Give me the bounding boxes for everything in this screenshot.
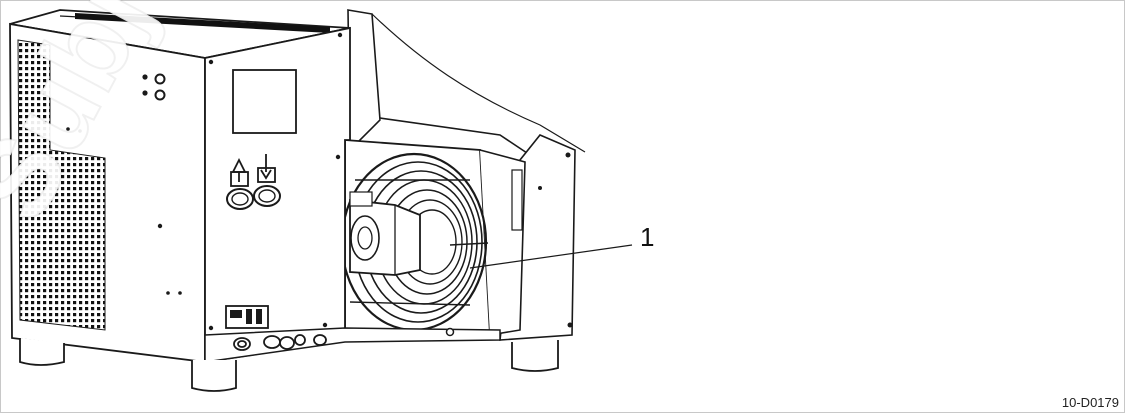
callout-label-1: 1 (640, 222, 655, 252)
electrical-connector (225, 305, 269, 329)
drain-fittings (233, 334, 327, 351)
coolant-ports (226, 154, 281, 210)
figure-id: 10-D0179 (1061, 395, 1119, 410)
callout-leader-line (469, 244, 633, 269)
inlet-arrow-icon (257, 154, 276, 183)
display-window (232, 69, 297, 134)
unit-feet (19, 338, 559, 392)
outlet-arrow-icon (230, 157, 249, 187)
fan-motor (349, 191, 421, 276)
side-panel-details (66, 73, 182, 295)
front-panel-screws (208, 32, 343, 331)
side-ventilation-grille (17, 39, 106, 331)
